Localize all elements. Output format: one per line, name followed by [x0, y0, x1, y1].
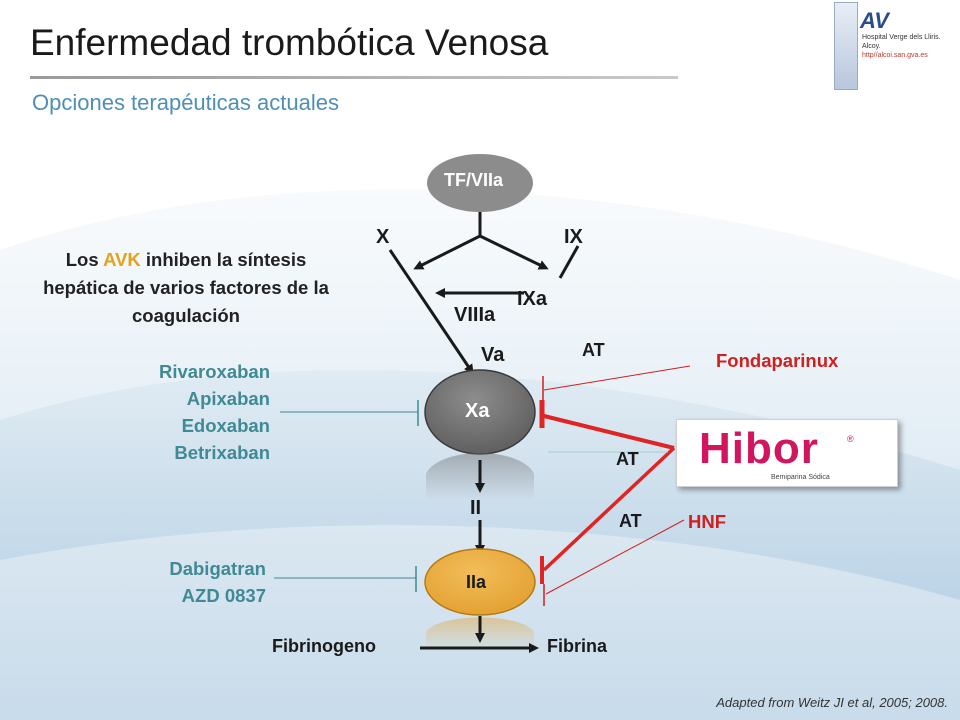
arrow-x-to-xa: [388, 249, 474, 375]
hnf-label: HNF: [688, 511, 727, 532]
hospital-logo-text: Hospital Verge dels Lliris. Alcoy. http/…: [862, 33, 941, 60]
hnf-line: [545, 519, 685, 595]
iia-node: [424, 548, 536, 616]
hibor-wordmark: Hibor: [699, 424, 819, 473]
ixa-label: IXa: [517, 288, 548, 310]
iia-label: IIa: [466, 572, 487, 592]
at-label-hnf: AT: [619, 511, 642, 531]
hibor-registered-mark: ®: [847, 434, 854, 444]
reference-citation: Adapted from Weitz JI et al, 2005; 2008.: [716, 695, 948, 710]
ix-label: IX: [564, 226, 583, 248]
avk-note-pre: Los: [65, 249, 104, 270]
logo-line-2: Alcoy.: [862, 43, 881, 50]
fibrina-label: Fibrina: [547, 636, 608, 656]
arrow-ix-to-ixa: [558, 245, 580, 279]
tf-viia-label: TF/VIIa: [444, 170, 504, 190]
logo-url: http//alcoi.san.gva.es: [862, 52, 928, 59]
drug-edoxaban: Edoxaban: [181, 415, 270, 436]
at-label-hibor: AT: [616, 449, 639, 469]
tf-viia-node: [427, 154, 533, 212]
title-underline: [30, 76, 678, 79]
xa-inhibitor-list: Rivaroxaban Apixaban Edoxaban Betrixaban: [159, 358, 270, 466]
fondaparinux-line: [543, 365, 691, 391]
at-label-fondaparinux: AT: [582, 340, 605, 360]
viiia-label: VIIIa: [454, 304, 496, 326]
drug-apixaban: Apixaban: [186, 388, 270, 409]
fibrinogeno-label: Fibrinogeno: [272, 636, 376, 656]
page-title: Enfermedad trombótica Venosa: [30, 22, 549, 63]
xa-label: Xa: [465, 400, 490, 422]
avk-highlight: AVK: [103, 249, 141, 270]
logo-line-1: Hospital Verge dels Lliris.: [862, 34, 941, 41]
arrow-to-x: [413, 234, 481, 270]
drug-rivaroxaban: Rivaroxaban: [158, 361, 270, 382]
drug-dabigatran: Dabigatran: [169, 558, 266, 579]
drug-azd-0837: AZD 0837: [181, 585, 266, 606]
hospital-logo-mark: AV: [860, 8, 889, 33]
ii-label: II: [470, 497, 482, 519]
iia-inhibitor-list: Dabigatran AZD 0837: [169, 555, 266, 609]
va-label: Va: [481, 344, 505, 366]
hospital-logo-emblem: [834, 2, 858, 90]
fondaparinux-label: Fondaparinux: [716, 350, 839, 371]
drug-betrixaban: Betrixaban: [174, 442, 270, 463]
hibor-caption: Bemiparina Sódica: [771, 474, 830, 481]
hibor-iia-line: [542, 446, 676, 572]
arrow-to-ixa: [479, 234, 549, 270]
hibor-xa-line: [543, 414, 675, 450]
avk-note: Los AVK inhiben la síntesis hepática de …: [26, 246, 346, 330]
page-subtitle: Opciones terapéuticas actuales: [32, 90, 339, 115]
avk-note-post: inhiben la síntesis hepática de varios f…: [43, 249, 329, 326]
hibor-logo: Hibor ® Bemiparina Sódica: [676, 419, 898, 487]
x-label: X: [376, 226, 390, 248]
